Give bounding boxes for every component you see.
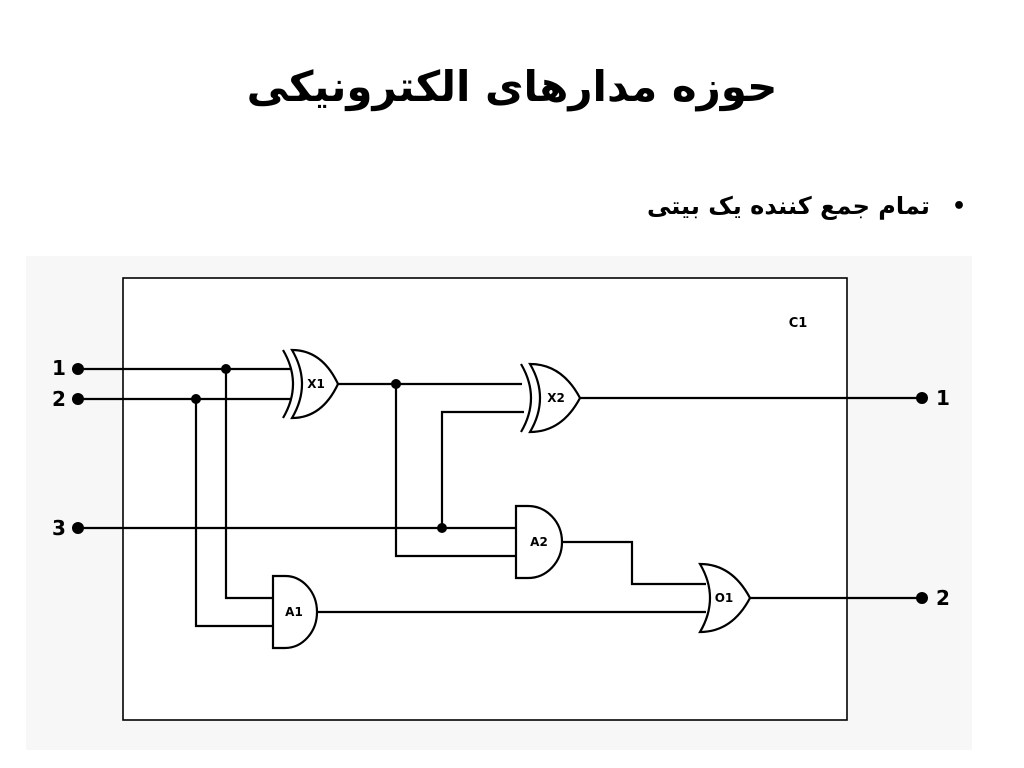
and-gate-a1: A1: [271, 574, 319, 650]
xor-gate-x2: X2: [520, 362, 582, 434]
or-gate-o1: O1: [698, 562, 752, 634]
terminal-labels: 1 2 3 1 2: [52, 356, 950, 610]
and-gate-a2: A2: [514, 504, 564, 580]
wire-in1-a1: [224, 369, 273, 600]
module-c1-box: [122, 277, 848, 721]
gate-label-o1: O1: [715, 591, 734, 605]
terminal-output-2: [916, 592, 928, 604]
bullet-dot: •: [951, 193, 966, 219]
terminal-input-3: [72, 522, 84, 534]
gate-label-x1: X1: [307, 377, 325, 391]
bullet-item: • تمام جمع کننده یک بیتی: [647, 192, 966, 220]
slide-title: حوزه مدارهای الکترونیکی: [246, 62, 778, 111]
terminal-output-1: [916, 392, 928, 404]
wire-x1-a2: [394, 384, 516, 558]
junction-x1-out: [391, 379, 401, 389]
input-label-3: 3: [52, 516, 66, 540]
wire-a2-o1: [560, 540, 706, 586]
terminal-input-2: [72, 393, 84, 405]
terminals: [72, 363, 928, 604]
gate-label-a1: A1: [285, 605, 303, 619]
junctions: [191, 364, 447, 533]
bullet-text: تمام جمع کننده یک بیتی: [646, 192, 930, 220]
terminal-input-1: [72, 363, 84, 375]
output-label-2: 2: [936, 586, 950, 610]
junction-in3: [437, 523, 447, 533]
junction-in1: [221, 364, 231, 374]
gate-label-x2: X2: [547, 391, 565, 405]
output-label-1: 1: [936, 386, 950, 410]
wire-in3-x2: [440, 410, 524, 528]
xor-gate-x1: X1: [282, 348, 340, 420]
input-label-2: 2: [52, 387, 66, 411]
module-label: C1: [789, 316, 808, 331]
input-label-1: 1: [52, 356, 66, 380]
junction-in2: [191, 394, 201, 404]
wire-in2-a1: [194, 399, 273, 628]
gate-label-a2: A2: [530, 535, 548, 549]
